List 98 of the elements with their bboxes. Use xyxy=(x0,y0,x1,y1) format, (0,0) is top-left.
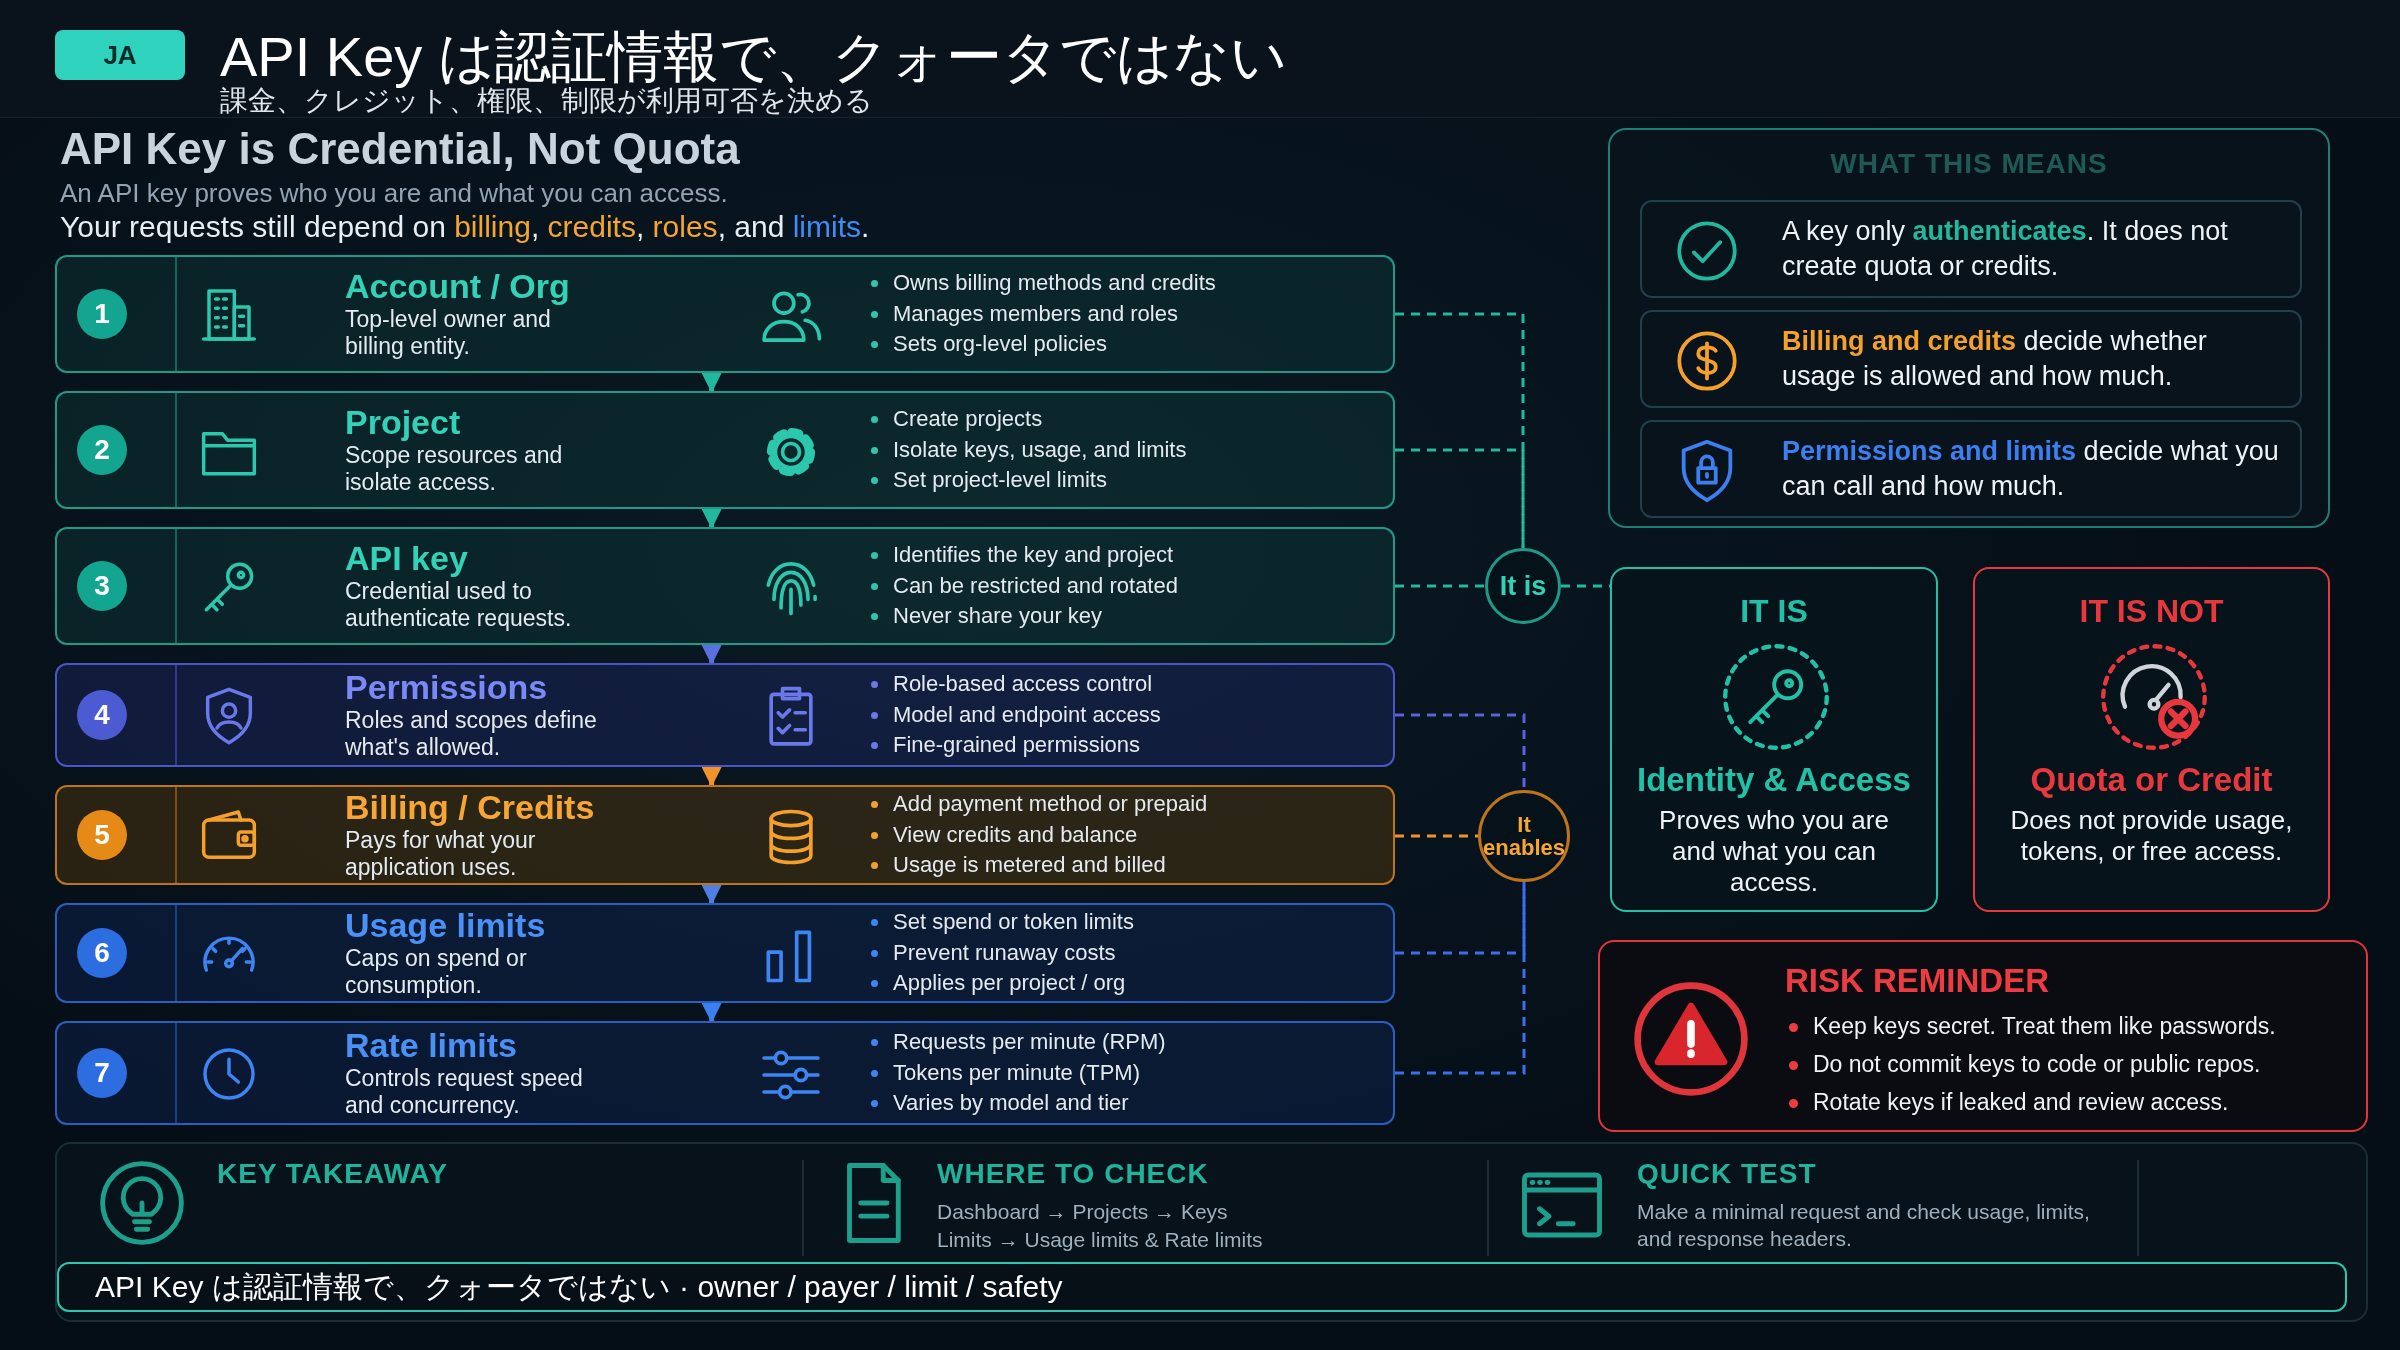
bullet-item: Can be restricted and rotated xyxy=(867,570,1178,602)
summary-text: Permissions and limits decide what you can call and how much. xyxy=(1782,434,2280,503)
bullet-item: Do not commit keys to code or public repos. xyxy=(1785,1045,2276,1084)
step-heading: Usage limits xyxy=(345,907,547,945)
bullet-item: Model and endpoint access xyxy=(867,699,1161,731)
summary-text: A key only authenticates. It does not create quota or credits. xyxy=(1782,214,2229,283)
arrow xyxy=(701,1003,722,1023)
arrow xyxy=(701,645,722,665)
section-heading: WHERE TO CHECK xyxy=(937,1158,1209,1190)
card-heading: IT IS xyxy=(1739,593,1809,630)
step-card xyxy=(55,785,1395,885)
bullet-item: Varies by model and tier xyxy=(867,1088,1166,1119)
step-description: Caps on spend or consumption. xyxy=(345,944,528,999)
step-number: 1 xyxy=(77,289,127,339)
dashed-connector xyxy=(1395,713,1526,790)
bullet-item: Role-based access control xyxy=(867,669,1161,700)
step-heading: API key xyxy=(345,540,469,578)
dashed-connector xyxy=(1395,882,1526,955)
step-card xyxy=(55,903,1395,1003)
step-card xyxy=(55,527,1395,645)
bullet-item: Identifies the key and project xyxy=(867,540,1178,571)
subheading-text: An API key proves who you are and what you can access. xyxy=(60,178,728,209)
step-number: 6 xyxy=(77,928,127,978)
bullet-item: Create projects xyxy=(867,404,1187,435)
bullet-item: Sets org-level policies xyxy=(867,329,1216,360)
summary-card xyxy=(1640,420,2302,518)
dashed-connector xyxy=(1395,584,1485,588)
bullet-item: Keep keys secret. Treat them like passwords. xyxy=(1785,1008,2276,1046)
step-card xyxy=(55,1021,1395,1125)
bullet-item: View credits and balance xyxy=(867,819,1208,851)
step-number: 4 xyxy=(77,690,127,740)
bullet-item: Never share your key xyxy=(867,601,1178,632)
caption-bar xyxy=(57,1262,2347,1312)
bullet-item: Add payment method or prepaid xyxy=(867,789,1208,820)
dashed-connector xyxy=(1395,448,1525,548)
section-heading: KEY TAKEAWAY xyxy=(217,1158,448,1190)
circle-label: It is xyxy=(1499,571,1547,601)
circle-label: It enables xyxy=(1482,812,1566,860)
step-description: Scope resources and isolate access. xyxy=(345,441,564,496)
step-description: Roles and scopes define what's allowed. xyxy=(345,706,598,761)
bullet-item: Tokens per minute (TPM) xyxy=(867,1057,1166,1089)
bullet-item: Applies per project / org xyxy=(867,968,1134,999)
heading-text: API Key is Credential, Not Quota xyxy=(60,124,740,174)
info-panel xyxy=(55,1142,2368,1322)
step-number: 3 xyxy=(77,561,127,611)
bullet-item: Fine-grained permissions xyxy=(867,730,1161,761)
arrow xyxy=(701,885,722,905)
path-text: Limits → Usage limits & Rate limits xyxy=(937,1227,1263,1253)
warning-panel xyxy=(1598,940,2368,1132)
card-description: Proves who you are and what you can access. xyxy=(1658,805,1890,899)
step-card xyxy=(55,391,1395,509)
card-description: Does not provide usage, tokens, or free access. xyxy=(2009,805,2294,868)
page-title: API Key は認証情報で、クォータではない xyxy=(220,24,1287,88)
card-heading: IT IS NOT xyxy=(2078,593,2225,630)
bullet-item: Rotate keys if leaked and review access. xyxy=(1785,1083,2276,1122)
step-number: 5 xyxy=(77,810,127,860)
bullet-item: Prevent runaway costs xyxy=(867,937,1134,969)
step-heading: Account / Org xyxy=(345,268,571,306)
summary-text: Billing and credits decide whether usage is allowed and how much. xyxy=(1782,324,2208,393)
dashed-connector xyxy=(1395,312,1525,548)
status-card xyxy=(1973,567,2330,912)
step-card xyxy=(55,255,1395,373)
arrow xyxy=(701,373,722,393)
step-number: 7 xyxy=(77,1048,127,1098)
panel-heading: RISK REMINDER xyxy=(1785,962,2050,1000)
step-description: Pays for what your application uses. xyxy=(345,826,537,881)
bullet-item: Requests per minute (RPM) xyxy=(867,1027,1166,1058)
bullet-item: Isolate keys, usage, and limits xyxy=(867,434,1187,466)
step-heading: Project xyxy=(345,404,462,442)
step-heading: Billing / Credits xyxy=(345,789,596,827)
panel-heading: WHAT THIS MEANS xyxy=(1829,148,2109,180)
summary-card xyxy=(1640,310,2302,408)
language-badge: JA xyxy=(55,30,185,80)
caption-text: API Key は認証情報で、クォータではない · owner / payer / limit / safety xyxy=(95,1268,1063,1305)
summary-card xyxy=(1640,200,2302,298)
subheading-text: Your requests still depend on billing, credits, roles, and limits. xyxy=(60,210,870,244)
path-text: Dashboard → Projects → Keys xyxy=(937,1199,1228,1225)
step-description: Top-level owner and billing entity. xyxy=(345,305,552,360)
bullet-item: Owns billing methods and credits xyxy=(867,268,1216,299)
card-subheading: Identity & Access xyxy=(1636,761,1912,799)
bullet-item: Manages members and roles xyxy=(867,298,1216,330)
bullet-item: Set spend or token limits xyxy=(867,907,1134,938)
section-text: Make a minimal request and check usage, limits, and response headers. xyxy=(1637,1199,2091,1253)
summary-panel xyxy=(1608,128,2330,528)
step-heading: Rate limits xyxy=(345,1027,518,1065)
bullet-item: Set project-level limits xyxy=(867,465,1187,496)
step-card xyxy=(55,663,1395,767)
card-subheading: Quota or Credit xyxy=(2029,761,2274,799)
step-number: 2 xyxy=(77,425,127,475)
step-heading: Permissions xyxy=(345,669,549,707)
dashed-connector xyxy=(1395,834,1478,838)
arrow xyxy=(701,767,722,787)
arrow xyxy=(701,509,722,529)
step-description: Credential used to authenticate requests. xyxy=(345,577,573,632)
bullet-item: Usage is metered and billed xyxy=(867,850,1208,881)
section-heading: QUICK TEST xyxy=(1637,1158,1817,1190)
status-card xyxy=(1610,567,1938,912)
step-description: Controls request speed and concurrency. xyxy=(345,1064,584,1119)
